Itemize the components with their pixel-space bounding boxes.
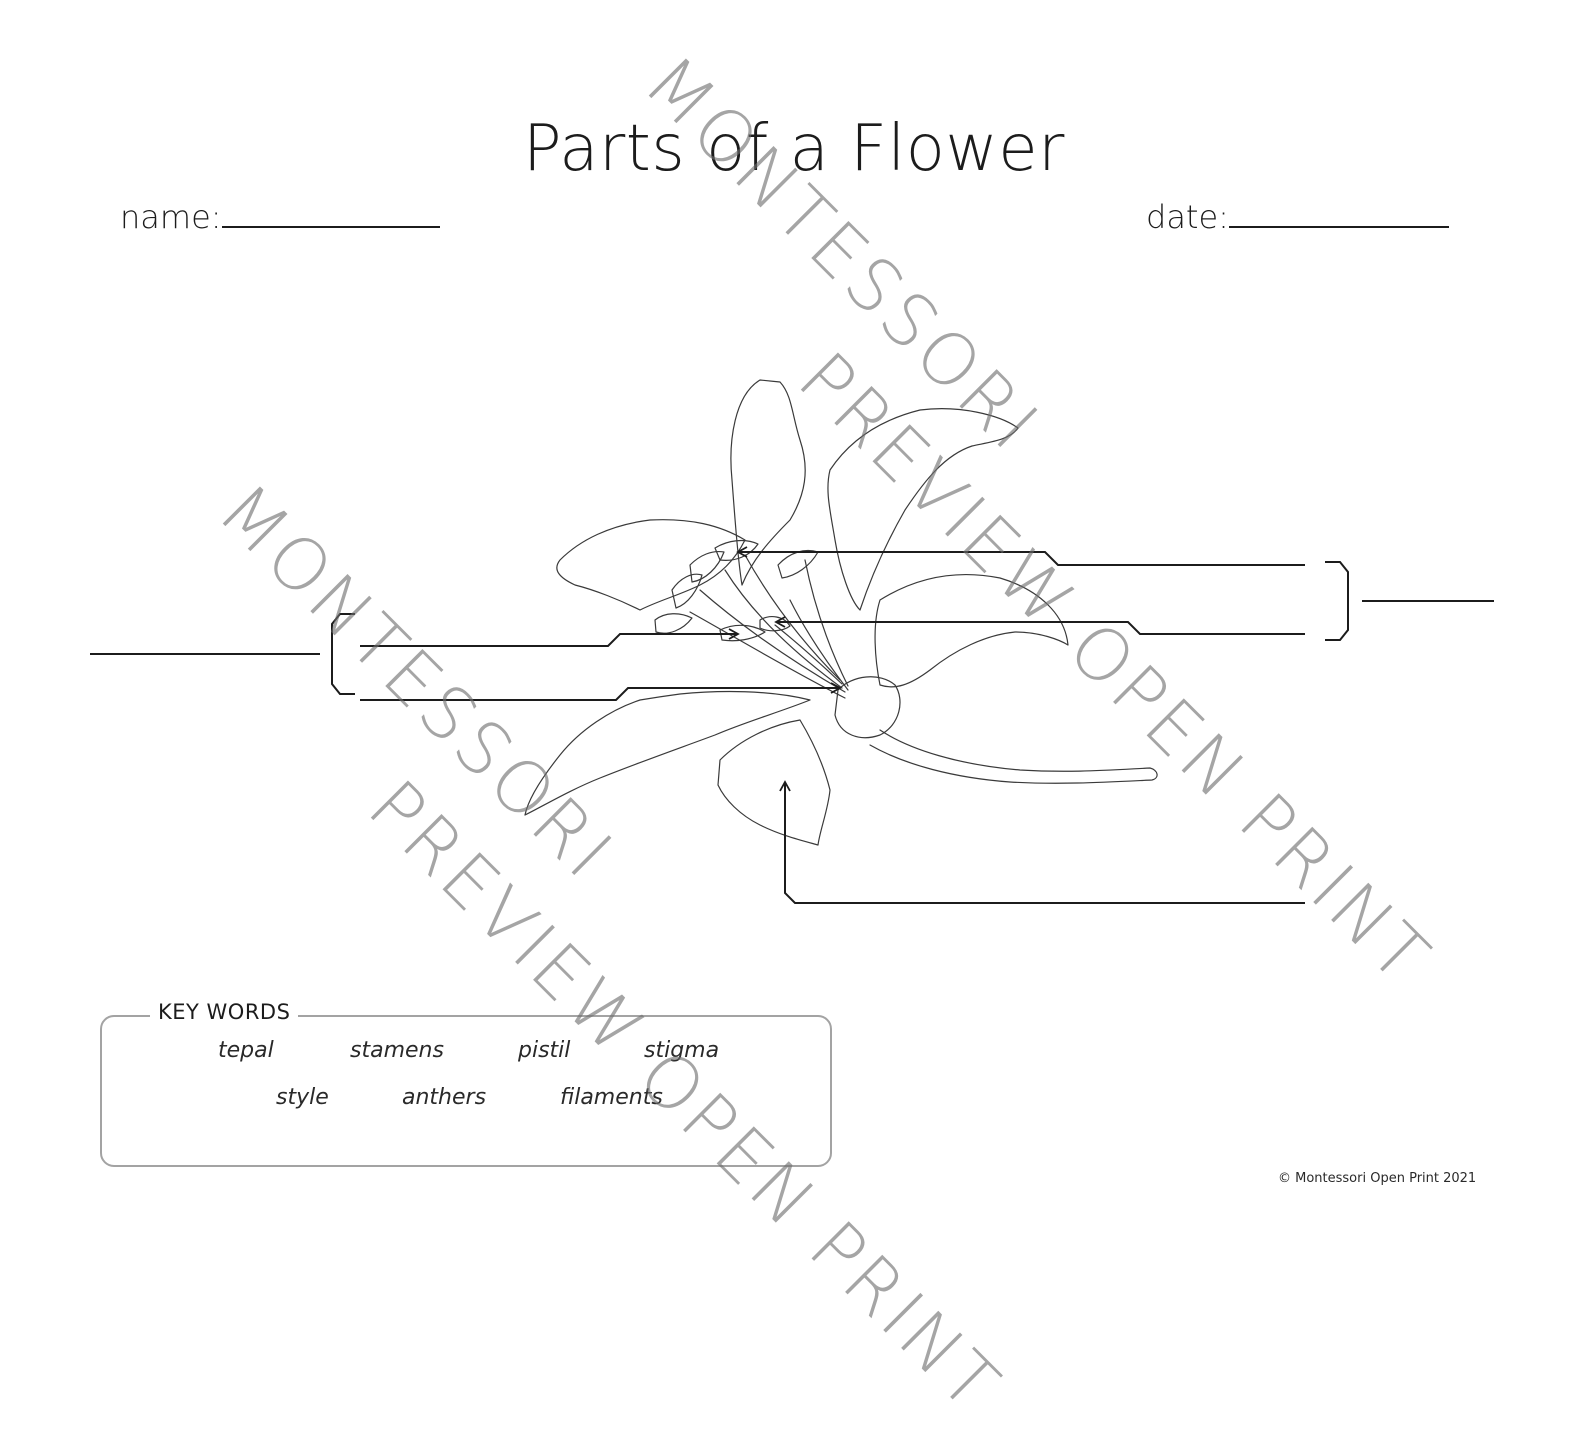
key-words-box — [100, 1015, 832, 1167]
filament-1 — [744, 554, 841, 681]
anther-4 — [777, 549, 819, 579]
pointer-filament — [360, 628, 740, 647]
filament-2 — [724, 569, 843, 689]
bracket-right — [1325, 561, 1349, 641]
anther-1 — [714, 539, 759, 561]
anther-2 — [689, 550, 725, 583]
keyword: anthers — [402, 1085, 487, 1110]
bracket-left — [331, 613, 355, 695]
tepal-upper-right — [827, 408, 1019, 611]
keyword: style — [276, 1085, 329, 1110]
tepal-lower-left — [524, 690, 811, 816]
keyword: filaments — [560, 1085, 663, 1110]
date-field: date: — [1146, 198, 1449, 236]
flower-illustration — [524, 379, 1158, 846]
anther-3 — [671, 573, 703, 609]
name-label: name: — [120, 198, 222, 236]
stem — [869, 729, 1158, 784]
name-blank[interactable] — [221, 218, 440, 228]
tepal-left — [556, 519, 746, 611]
key-words-heading: KEY WORDS — [150, 1000, 299, 1024]
pointer-tepal — [779, 780, 1305, 904]
filament-6 — [789, 599, 849, 691]
receptacle — [834, 676, 901, 739]
flower-diagram — [331, 379, 1349, 904]
keyword: stamens — [350, 1038, 444, 1063]
filament-5 — [804, 559, 849, 687]
pointer-anther — [736, 546, 1305, 566]
filament-3 — [699, 589, 846, 693]
date-blank[interactable] — [1228, 218, 1449, 228]
worksheet: Parts of a Flower name: date: — [90, 40, 1494, 1429]
keyword: stigma — [644, 1038, 720, 1063]
page-title: Parts of a Flower — [523, 112, 1065, 186]
pointer-stigma — [774, 616, 1305, 635]
anther-5 — [654, 613, 693, 634]
date-label: date: — [1146, 198, 1229, 236]
filament-4 — [689, 611, 846, 699]
tepal-right — [874, 573, 1069, 688]
pistil-style — [774, 624, 843, 685]
stigma — [759, 616, 791, 632]
name-field: name: — [120, 198, 440, 236]
keyword: pistil — [518, 1038, 571, 1063]
keyword: tepal — [218, 1038, 274, 1063]
tepal-lower — [717, 719, 831, 846]
pointer-style — [360, 682, 842, 701]
copyright-footer: © Montessori Open Print 2021 — [1278, 1171, 1477, 1186]
tepal-upper-left — [730, 379, 806, 586]
label-pointers — [331, 546, 1349, 904]
anther-6 — [719, 624, 766, 642]
answer-line-pistil[interactable] — [1362, 600, 1494, 602]
answer-line-stamens[interactable] — [90, 653, 320, 655]
